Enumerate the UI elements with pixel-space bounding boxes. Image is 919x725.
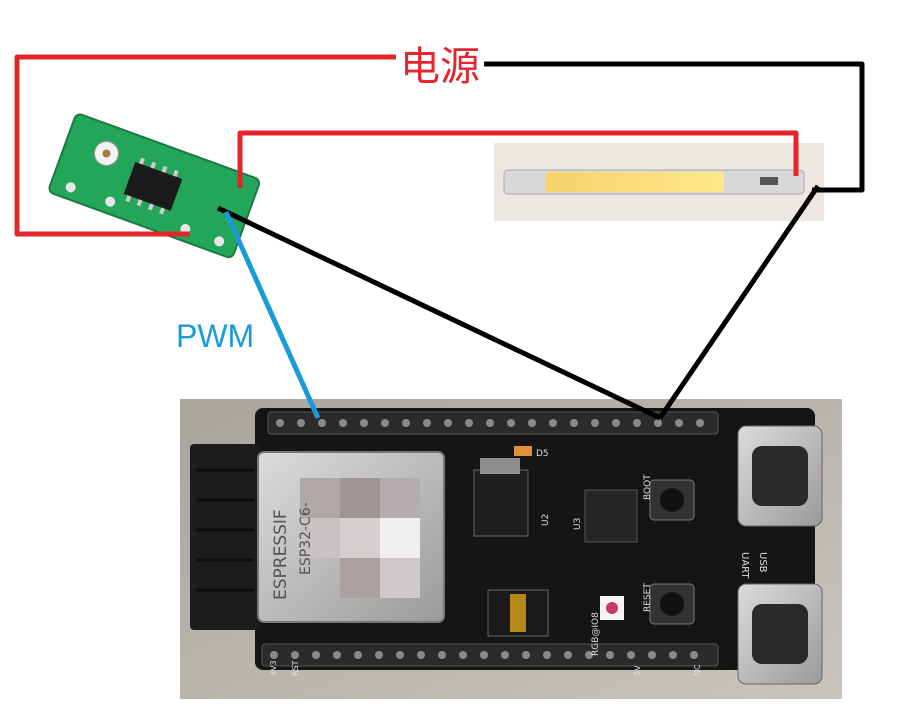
- antenna-area: [190, 444, 260, 630]
- bottom-pins: [270, 651, 698, 659]
- ground-wire-black: [216, 61, 865, 421]
- pwm-wire-blue: [223, 210, 321, 420]
- silk-u2: U2: [541, 514, 551, 526]
- pwm-label: PWM: [176, 318, 255, 354]
- silk-d5: D5: [536, 449, 549, 459]
- power-wire-red: [14, 54, 799, 237]
- silk-boot: BOOT: [643, 474, 653, 500]
- usb-c-port-uart[interactable]: [737, 583, 823, 685]
- module-model-text: ESP32-C6-: [298, 502, 314, 575]
- driver-module: [48, 113, 261, 259]
- power-label: 电源: [396, 34, 484, 92]
- silk-usb: USB: [757, 552, 768, 573]
- regulator-u2: [473, 469, 529, 537]
- silk-3v3: 3V3: [269, 660, 278, 676]
- silk-5v: 5V: [633, 665, 642, 676]
- bottom-pin-header: [261, 643, 719, 667]
- top-pins: [276, 419, 704, 427]
- driver-ic: [123, 161, 183, 211]
- usb-bridge-u3: [584, 489, 638, 543]
- usb-c-port-usb[interactable]: [737, 425, 823, 527]
- led-strip-emitter: [546, 172, 724, 192]
- module-brand-text: ESPRESSIF: [271, 509, 291, 600]
- silk-reset: RESET: [643, 583, 653, 612]
- silk-uart: UART: [739, 552, 750, 579]
- boot-button[interactable]: [649, 479, 695, 521]
- led-d5: [514, 446, 532, 456]
- silk-nc: NC: [693, 664, 702, 676]
- reset-button[interactable]: [649, 583, 695, 625]
- silk-rst: RST: [291, 660, 300, 676]
- dev-board-photo: ESPRESSIF ESP32-C6- U2 D5 U3 BOOT RESET …: [180, 399, 842, 699]
- silk-rgb: RGB@IO8: [591, 612, 601, 656]
- blurred-region: [300, 478, 420, 598]
- silk-u3: U3: [573, 518, 583, 530]
- led-strip-photo: [494, 143, 824, 221]
